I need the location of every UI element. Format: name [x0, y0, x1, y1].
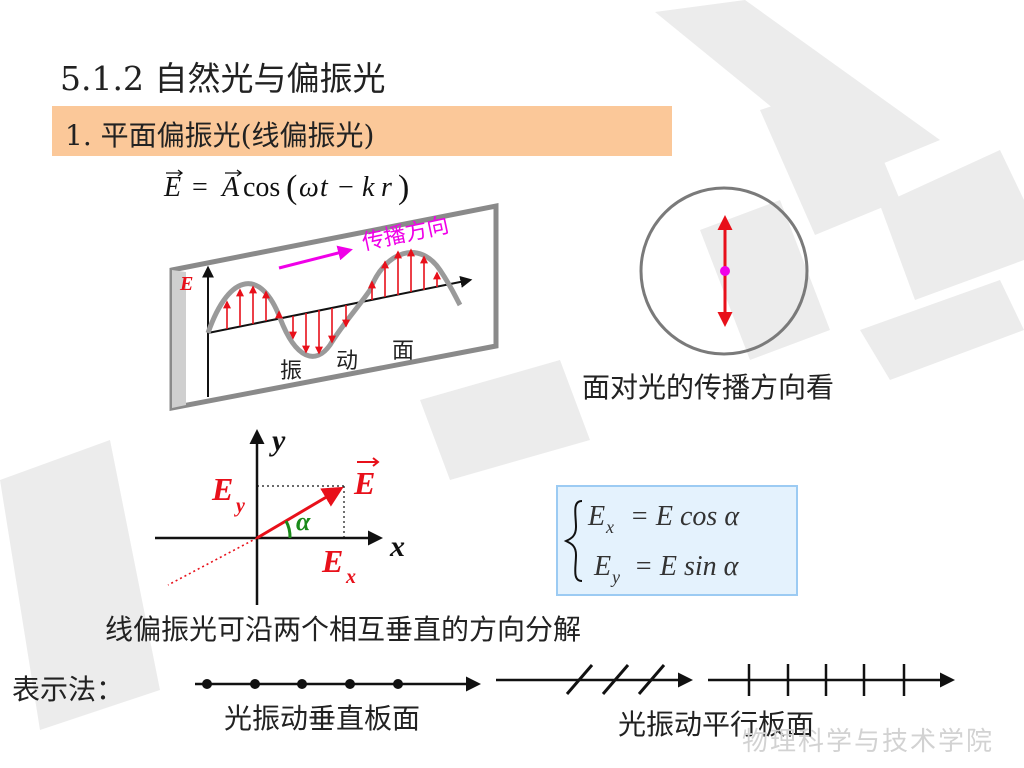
- propagation-axis: [207, 276, 473, 334]
- vector-arrow-icon: [225, 169, 243, 177]
- parallel-ticks: [747, 664, 906, 696]
- formula-minus: −: [338, 172, 354, 203]
- component-formulas: E x = E cos α E y = E sin α: [563, 500, 740, 587]
- section-title: 5.1.2 自然光与偏振光: [60, 59, 386, 98]
- plane-edge-shade: [172, 270, 186, 408]
- formula-2-rhs: = E sin α: [634, 551, 740, 582]
- formula-equals: =: [192, 172, 208, 203]
- perpendicular-caption: 光振动垂直板面: [224, 702, 421, 735]
- slanted-ticks: [565, 664, 666, 695]
- formula-2-sub: y: [610, 567, 620, 587]
- Ey-label: E: [211, 471, 233, 507]
- subheading-highlight: [52, 106, 672, 156]
- plane-label-1: 振: [280, 358, 302, 383]
- formula-1-rhs: = E cos α: [630, 501, 740, 532]
- formula-1-sub: x: [605, 517, 614, 537]
- decomposition-caption: 线偏振光可沿两个相互垂直的方向分解: [105, 613, 582, 646]
- formula-cos: cos: [243, 172, 280, 203]
- plane-label-2: 动: [336, 348, 358, 373]
- beam-cross-section: [639, 186, 809, 356]
- formula-t: t: [320, 172, 329, 203]
- notation-perpendicular: [195, 676, 481, 692]
- x-axis-label: x: [389, 530, 405, 563]
- face-view-caption: 面对光的传播方向看: [582, 371, 835, 404]
- E-axis-label: E: [179, 273, 193, 295]
- institution-watermark: 物理科学与技术学院: [742, 727, 995, 757]
- y-axis-label: y: [269, 424, 286, 457]
- subheading: 1. 平面偏振光(线偏振光): [65, 119, 375, 152]
- notation-label: 表示法：: [12, 673, 125, 706]
- brace-icon: [563, 500, 583, 582]
- plane-label-3: 面: [392, 338, 414, 363]
- angle-arc: [284, 520, 292, 539]
- field-vectors: [223, 248, 441, 355]
- Ex-subscript: x: [345, 566, 356, 588]
- formula-E: E: [163, 172, 181, 203]
- wave-curve: [205, 250, 463, 359]
- propagation-label: 传播方向: [360, 212, 451, 255]
- propagation-arrow: [278, 245, 353, 270]
- vector-arrow-icon: [357, 457, 380, 467]
- formula-r: r: [381, 172, 392, 203]
- formula-k: k: [362, 172, 375, 203]
- notation-slanted: [496, 664, 693, 695]
- notation-parallel: [708, 664, 955, 696]
- wave-diagram: 传播方向 E 振 动 面: [169, 202, 499, 412]
- dashed-extension: [167, 537, 258, 586]
- formula-1-lhs: E: [587, 501, 605, 532]
- components-diagram: α y x E E y E x: [155, 424, 405, 605]
- center-dot: [720, 266, 730, 276]
- formula-omega: ω: [299, 172, 319, 203]
- wave-formula: E = A cos ( ω t − k r ): [163, 169, 409, 206]
- physics-watermark-strokes: [0, 0, 1024, 730]
- face-view-diagram: [639, 186, 809, 356]
- alpha-label: α: [296, 507, 311, 536]
- formula-A: A: [220, 172, 240, 203]
- Ex-label: E: [321, 543, 343, 579]
- E-vector-label: E: [353, 465, 375, 501]
- parallel-caption: 光振动平行板面: [618, 708, 815, 741]
- component-formula-box: E x = E cos α E y = E sin α: [556, 485, 798, 596]
- E-vector: [256, 486, 344, 540]
- vector-arrow-icon: [166, 169, 184, 177]
- formula-2-lhs: E: [593, 551, 611, 582]
- Ey-subscript: y: [234, 495, 245, 517]
- formula-close-paren: ): [398, 169, 409, 206]
- perpendicular-dots: [202, 679, 403, 689]
- formula-open-paren: (: [286, 169, 297, 206]
